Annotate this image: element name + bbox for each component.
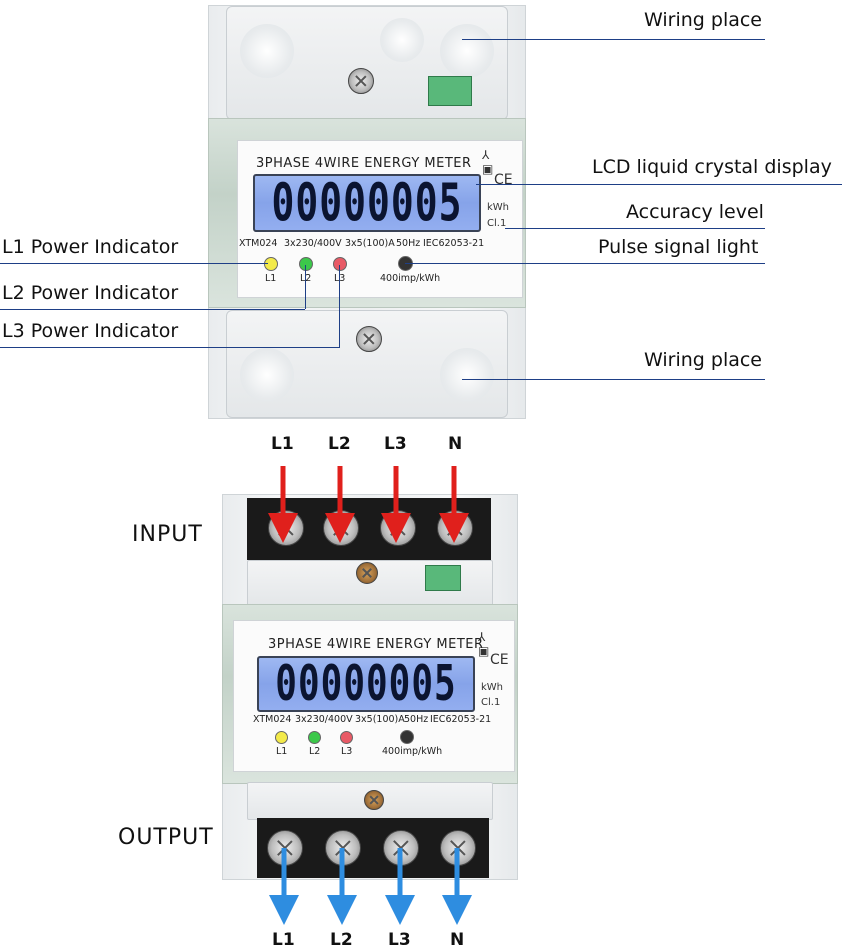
annotation-l3: L3 Power Indicator bbox=[2, 320, 179, 342]
wiring-spec-current: 3x5(100)A bbox=[355, 714, 405, 725]
l2-led bbox=[299, 257, 313, 271]
output-screw-l2 bbox=[325, 830, 361, 866]
input-label-l2: L2 bbox=[328, 434, 351, 454]
input-screw-l1 bbox=[268, 510, 304, 546]
pulse-rate: 400imp/kWh bbox=[380, 273, 441, 284]
input-screw-n bbox=[437, 510, 473, 546]
annotation-accuracy: Accuracy level bbox=[626, 201, 764, 223]
unit-label: kWh bbox=[487, 202, 510, 213]
wiring-spec-voltage: 3x230/400V bbox=[295, 714, 353, 725]
ce-mark: CE bbox=[494, 172, 513, 188]
leader-pulse bbox=[405, 263, 765, 264]
l3-led bbox=[333, 257, 347, 271]
three-phase-symbol-icon: ⅄ ▣ bbox=[482, 148, 494, 176]
wiring-led-label-l1: L1 bbox=[276, 746, 288, 757]
spec-frequency: 50Hz bbox=[396, 238, 421, 249]
output-screw-n bbox=[440, 830, 476, 866]
led-label-l1: L1 bbox=[265, 273, 277, 284]
wiring-meter-title: 3PHASE 4WIRE ENERGY METER bbox=[268, 637, 484, 652]
input-label-l3: L3 bbox=[384, 434, 407, 454]
input-screw-l2 bbox=[323, 510, 359, 546]
input-label-n: N bbox=[448, 434, 463, 454]
wiring-l3-led bbox=[340, 731, 353, 744]
annotation-l2: L2 Power Indicator bbox=[2, 282, 179, 304]
standard-label: IEC62053-21 bbox=[423, 238, 485, 249]
wiring-standard-label: IEC62053-21 bbox=[430, 714, 492, 725]
input-green-terminal bbox=[425, 565, 461, 591]
wiring-l1-led bbox=[275, 731, 288, 744]
spec-voltage: 3x230/400V bbox=[284, 238, 342, 249]
leader-lcd bbox=[476, 184, 842, 185]
output-screw-l3 bbox=[383, 830, 419, 866]
bottom-cover-screw bbox=[356, 326, 382, 352]
top-green-terminal bbox=[428, 76, 472, 106]
leader-wiring-bottom bbox=[462, 379, 765, 380]
input-cover-screw bbox=[356, 562, 378, 584]
model-label: XTM024 bbox=[239, 238, 278, 249]
wiring-three-phase-symbol-icon: ⅄ ▣ bbox=[478, 630, 490, 658]
annotation-wiring-place-top: Wiring place bbox=[644, 9, 762, 31]
wiring-unit-label: kWh bbox=[481, 682, 504, 693]
input-screw-l3 bbox=[380, 510, 416, 546]
wiring-model-label: XTM024 bbox=[253, 714, 292, 725]
annotation-wiring-place-bottom: Wiring place bbox=[644, 349, 762, 371]
output-screw-l1 bbox=[267, 830, 303, 866]
wiring-l2-led bbox=[308, 731, 321, 744]
lcd-display: 00000005 bbox=[253, 173, 481, 233]
output-label-l1: L1 bbox=[272, 930, 295, 950]
wiring-ce-mark: CE bbox=[490, 652, 509, 668]
leader-l1 bbox=[0, 263, 268, 264]
annotation-lcd: LCD liquid crystal display bbox=[592, 156, 832, 178]
leader-l2 bbox=[0, 309, 305, 310]
leader-l3 bbox=[0, 347, 340, 348]
accuracy-class: Cl.1 bbox=[487, 218, 507, 229]
input-label: INPUT bbox=[132, 522, 203, 547]
top-cover-screw bbox=[348, 68, 374, 94]
output-label-l3: L3 bbox=[388, 930, 411, 950]
output-label-n: N bbox=[450, 930, 465, 950]
leader-wiring-top bbox=[462, 39, 765, 40]
annotation-l1: L1 Power Indicator bbox=[2, 236, 179, 258]
annotation-pulse-light: Pulse signal light bbox=[598, 236, 759, 258]
input-label-l1: L1 bbox=[271, 434, 294, 454]
wiring-lcd-display: 00000005 bbox=[257, 656, 475, 712]
wiring-pulse-rate: 400imp/kWh bbox=[382, 746, 443, 757]
meter-title: 3PHASE 4WIRE ENERGY METER bbox=[256, 156, 472, 171]
wiring-spec-frequency: 50Hz bbox=[404, 714, 429, 725]
output-label: OUTPUT bbox=[118, 825, 214, 850]
wiring-pulse-led bbox=[400, 730, 414, 744]
leader-accuracy bbox=[505, 228, 765, 229]
wiring-accuracy-class: Cl.1 bbox=[481, 697, 501, 708]
wiring-led-label-l3: L3 bbox=[341, 746, 353, 757]
spec-current: 3x5(100)A bbox=[345, 238, 395, 249]
output-label-l2: L2 bbox=[330, 930, 353, 950]
output-cover-screw bbox=[364, 790, 384, 810]
wiring-led-label-l2: L2 bbox=[309, 746, 321, 757]
wiring-lcd-reading: 00000005 bbox=[275, 656, 457, 712]
l1-led bbox=[264, 257, 278, 271]
lcd-reading: 00000005 bbox=[271, 173, 463, 233]
